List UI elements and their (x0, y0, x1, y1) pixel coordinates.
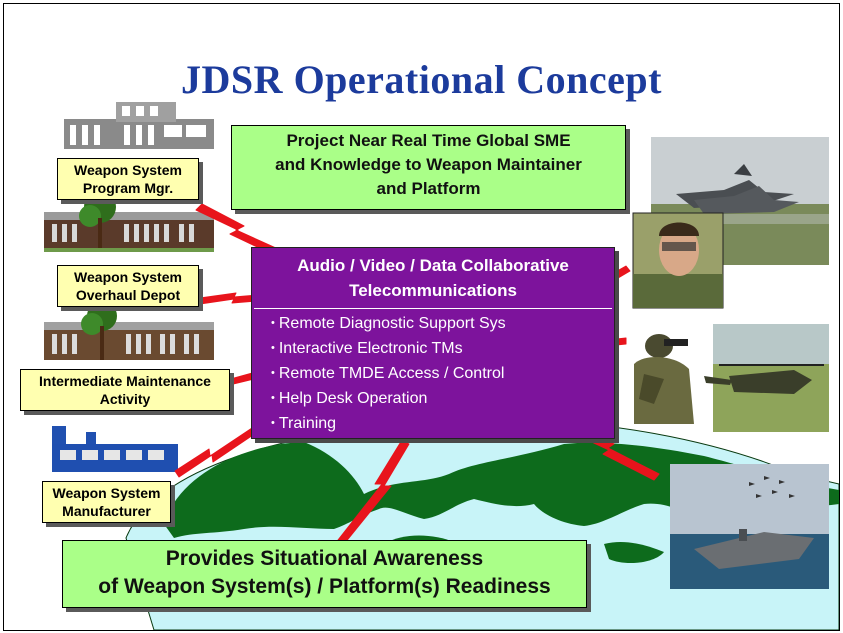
knowledge-projection-box: Project Near Real Time Global SME and Kn… (231, 125, 626, 210)
office-building-icon (64, 102, 214, 149)
node-label-line-1: Weapon System (74, 162, 182, 178)
divider (254, 308, 612, 309)
node-label-line-1: Intermediate Maintenance (39, 373, 211, 389)
page-title: JDSR Operational Concept (181, 57, 662, 102)
node-intermediate-maintenance: Intermediate Maintenance Activity (20, 369, 230, 411)
node-label-line-2: Activity (99, 391, 151, 407)
aircraft-carrier-photo (670, 464, 829, 589)
knowledge-line-3: and Platform (376, 179, 481, 198)
knowledge-line-2: and Knowledge to Weapon Maintainer (275, 155, 582, 174)
helicopter-photo (704, 324, 829, 432)
soldier-headset-photo (624, 329, 712, 424)
situational-awareness-box: Provides Situational Awareness of Weapon… (62, 540, 587, 608)
node-manufacturer: Weapon System Manufacturer (42, 481, 171, 523)
maintenance-building-icon (44, 301, 214, 360)
node-label-line-2: Overhaul Depot (75, 287, 181, 303)
node-label-line-1: Weapon System (52, 485, 161, 501)
telecom-title-line-1: Audio / Video / Data Collaborative (297, 256, 569, 275)
list-item: Help Desk Operation (271, 386, 614, 411)
factory-icon (52, 426, 178, 472)
slide: JDSR Operational Concept Project Near Re… (3, 3, 840, 631)
node-label-line-1: Weapon System (74, 269, 182, 285)
telecom-title-line-2: Telecommunications (349, 281, 517, 300)
depot-building-icon (44, 191, 214, 252)
telecommunications-box: Audio / Video / Data Collaborative Telec… (251, 247, 615, 439)
list-item: Interactive Electronic TMs (271, 336, 614, 361)
awareness-line-1: Provides Situational Awareness (165, 547, 484, 570)
knowledge-line-1: Project Near Real Time Global SME (286, 131, 571, 150)
list-item: Remote TMDE Access / Control (271, 361, 614, 386)
soldier-portrait-photo (632, 212, 724, 309)
list-item: Training (271, 411, 614, 436)
telecommunications-title: Audio / Video / Data Collaborative Telec… (252, 248, 614, 303)
node-label-line-2: Program Mgr. (82, 180, 174, 196)
node-program-mgr: Weapon System Program Mgr. (57, 158, 199, 200)
node-overhaul-depot: Weapon System Overhaul Depot (57, 265, 199, 307)
capability-list: Remote Diagnostic Support Sys Interactiv… (252, 311, 614, 436)
awareness-line-2: of Weapon System(s) / Platform(s) Readin… (98, 575, 551, 598)
list-item: Remote Diagnostic Support Sys (271, 311, 614, 336)
node-label-line-2: Manufacturer (62, 503, 151, 519)
